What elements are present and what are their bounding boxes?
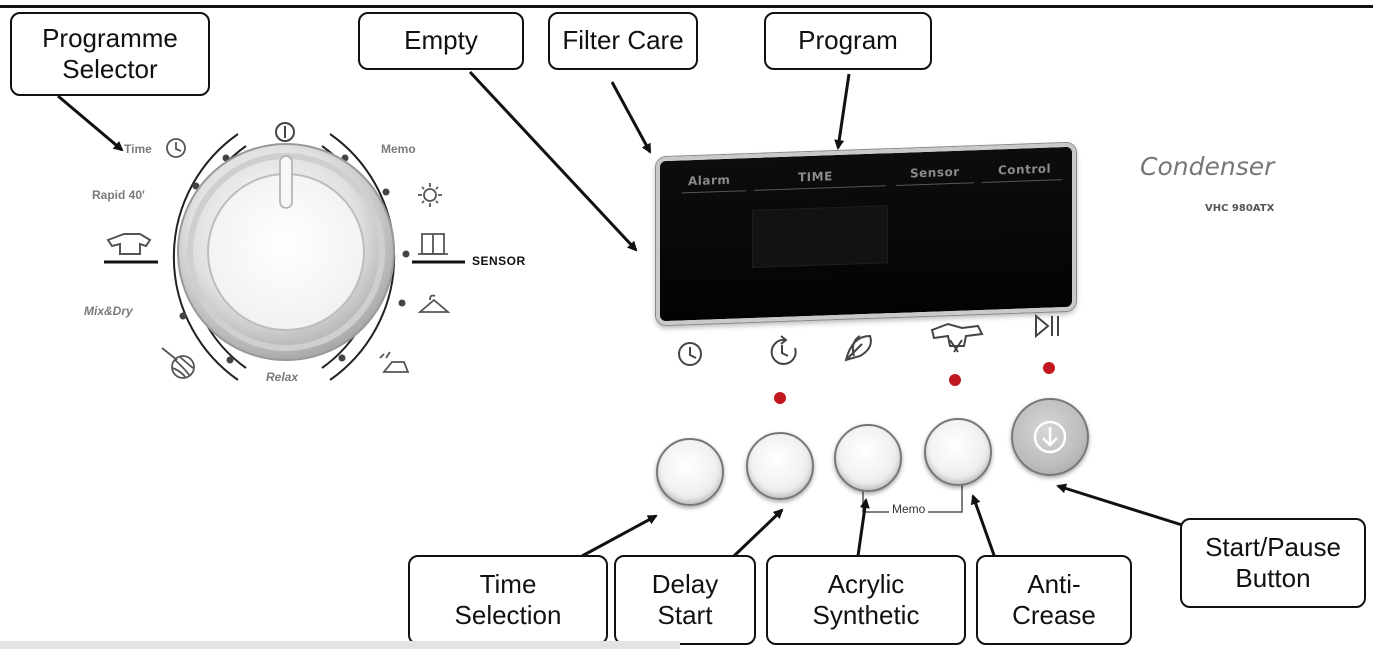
callout-delay-start: Delay Start [614, 555, 756, 645]
iron-icon [379, 351, 410, 373]
dial-right-arc [321, 133, 396, 381]
dial-label-memo: Memo [381, 142, 416, 156]
clock-icon [678, 342, 702, 366]
top-border [0, 0, 1373, 8]
lcd-display: Alarm TIME Sensor Control [656, 142, 1076, 326]
dial-label-time: Time [124, 142, 152, 156]
callout-empty: Empty [358, 12, 524, 70]
time-selection-button[interactable] [656, 438, 724, 506]
callout-anti-crease: Anti- Crease [976, 555, 1132, 645]
dial-label-sensor: SENSOR [472, 254, 526, 268]
model-label: VHC 980ATX [1205, 203, 1275, 214]
dial-left-arc [172, 133, 247, 381]
dial-label-mix-dry: Mix&Dry [84, 304, 133, 318]
callout-filter-care: Filter Care [548, 12, 698, 70]
bottom-strip [0, 641, 680, 649]
callout-time-selection: Time Selection [408, 555, 608, 645]
sun-icon [418, 183, 442, 207]
cupboard-icon [418, 233, 448, 255]
led-start-pause [1043, 362, 1055, 374]
display-time-window [752, 205, 888, 268]
dial-label-relax: Relax [266, 370, 299, 384]
play-pause-icon [1035, 313, 1059, 339]
shirt-icon [106, 233, 152, 255]
callout-program: Program [764, 12, 932, 70]
acrylic-synthetic-button[interactable] [834, 424, 902, 492]
start-pause-button[interactable] [1011, 398, 1089, 476]
led-delay-start [774, 392, 786, 404]
power-icon [275, 122, 295, 142]
wool-ball-icon [161, 347, 195, 379]
display-header-sensor: Sensor [910, 164, 960, 181]
delay-clock-icon [770, 335, 797, 365]
brand-label: Condenser [1140, 152, 1275, 181]
callout-programme-selector: Programme Selector [10, 12, 210, 96]
delay-start-button[interactable] [746, 432, 814, 500]
hanger-icon [417, 294, 451, 313]
led-anti-crease [949, 374, 961, 386]
display-header-time: TIME [798, 169, 833, 185]
shirt-iron-icon [930, 322, 984, 353]
callout-acrylic-synthetic: Acrylic Synthetic [766, 555, 966, 645]
callout-start-pause: Start/Pause Button [1180, 518, 1366, 608]
feather-icon [844, 334, 872, 362]
dial-clock-icon [166, 138, 186, 158]
memo-bracket-label: Memo [889, 502, 929, 516]
dial-knob [177, 143, 395, 361]
anti-crease-button[interactable] [924, 418, 992, 486]
dial-label-rapid: Rapid 40' [92, 188, 145, 202]
display-header-control: Control [998, 161, 1052, 178]
display-header-alarm: Alarm [688, 172, 731, 189]
start-arrow-icon [1033, 420, 1067, 454]
